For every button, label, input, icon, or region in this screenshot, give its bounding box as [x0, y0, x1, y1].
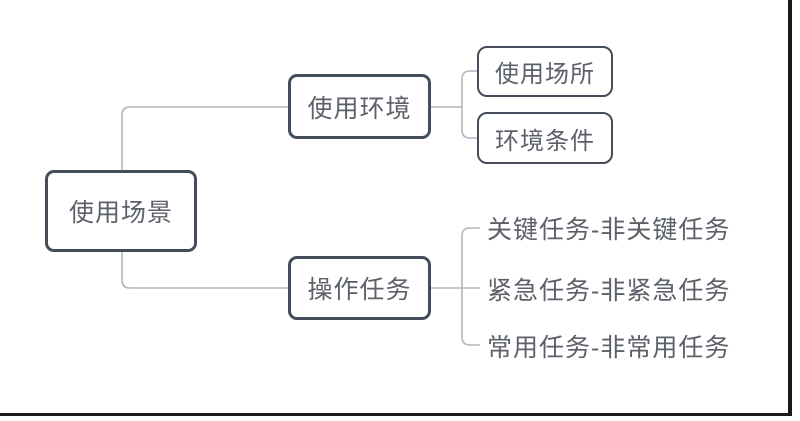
node-operation-task-label: 操作任务	[307, 276, 412, 304]
node-usage-place-label: 使用场所	[495, 61, 595, 88]
node-operation-task: 操作任务	[288, 256, 431, 320]
leaf-critical-tasks-label: 关键任务-非关键任务	[487, 216, 731, 244]
connector-root-to-branch1	[121, 106, 289, 171]
node-usage-place: 使用场所	[477, 46, 613, 97]
leaf-urgent-tasks-label: 紧急任务-非紧急任务	[487, 277, 731, 305]
node-usage-scenario: 使用场景	[45, 170, 197, 252]
node-environment-condition: 环境条件	[477, 112, 613, 164]
leaf-common-tasks-label: 常用任务-非常用任务	[487, 334, 731, 362]
leaf-critical-tasks: 关键任务-非关键任务	[487, 214, 730, 244]
leaf-common-tasks: 常用任务-非常用任务	[487, 332, 730, 362]
node-environment-condition-label: 环境条件	[495, 127, 595, 155]
leaf-urgent-tasks: 紧急任务-非紧急任务	[487, 275, 730, 305]
node-usage-environment: 使用环境	[288, 74, 431, 139]
connector-branch2-fork	[461, 227, 480, 346]
node-usage-environment-label: 使用环境	[307, 94, 412, 123]
connector-root-to-branch2	[121, 251, 289, 289]
connector-branch1-fork	[461, 70, 478, 139]
node-usage-scenario-label: 使用场景	[68, 199, 173, 227]
